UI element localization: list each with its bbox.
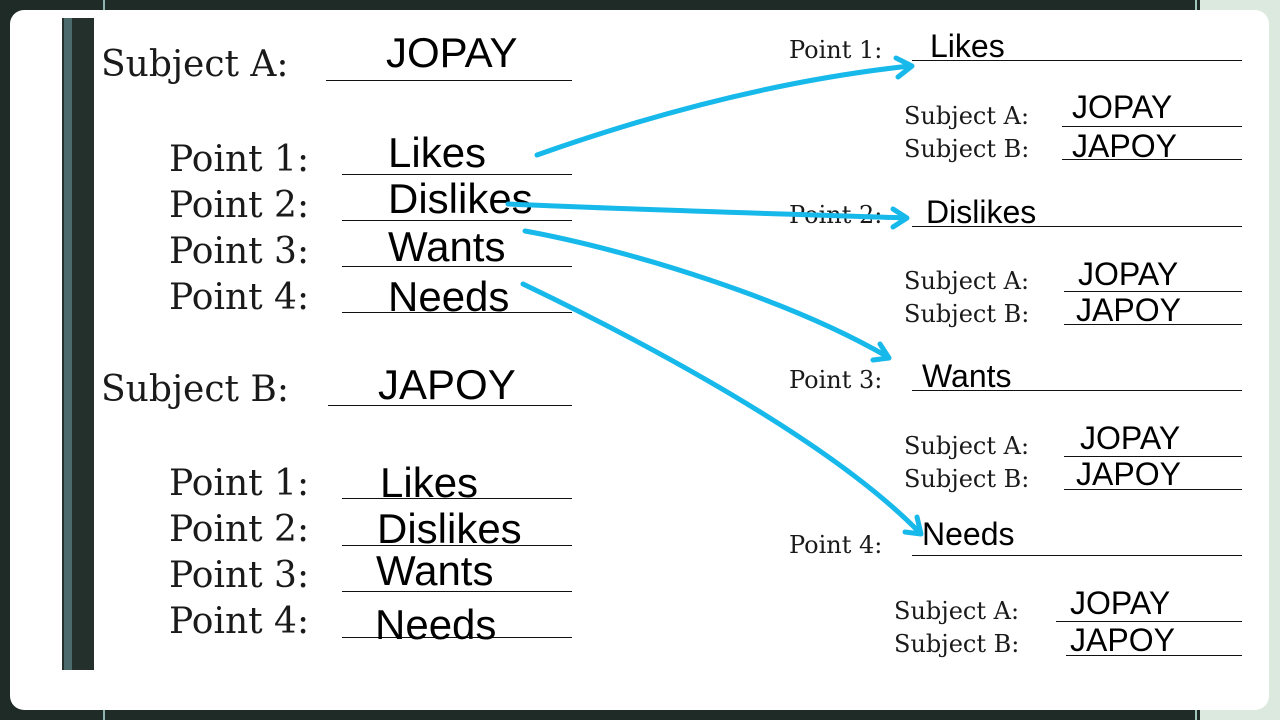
right-point-3-line (912, 390, 1242, 391)
right-point-2-value: Dislikes (926, 194, 1037, 230)
point-2-line (342, 220, 572, 221)
right-point-3-subject-a-line (1064, 456, 1242, 457)
point-1-value: Likes (388, 129, 487, 176)
right-point-1-value: Likes (930, 28, 1005, 64)
right-point-4-subject-b-line (1066, 655, 1242, 656)
right-point-4-value: Needs (922, 516, 1015, 552)
point-b4-value: Needs (375, 601, 497, 648)
right-point-1-subject-b-label: Subject B: (904, 135, 1030, 163)
right-point-4-line (912, 555, 1242, 556)
point-3-value: Wants (388, 223, 506, 270)
point-b2-label: Point 2: (169, 509, 310, 550)
right-point-3-subject-b-label: Subject B: (904, 465, 1030, 493)
point-b3-line (342, 591, 572, 592)
right-point-1-subject-b-value: JAPOY (1072, 128, 1177, 164)
right-point-3-subject-b-value: JAPOY (1076, 456, 1181, 492)
point-b2-line (342, 545, 572, 546)
right-point-1-subject-a-line (1062, 126, 1242, 127)
right-point-4-subject-a-value: JOPAY (1070, 585, 1171, 621)
point-b1-line (342, 498, 572, 499)
right-point-2-subject-a-line (1064, 291, 1242, 292)
right-point-3-subject-a-label: Subject A: (904, 432, 1030, 460)
right-point-3-subject-b-line (1064, 489, 1242, 490)
right-point-4-label: Point 4: (789, 531, 883, 559)
right-point-3-subject-a-value: JOPAY (1080, 420, 1181, 456)
right-point-2-subject-a-value: JOPAY (1078, 256, 1179, 292)
point-b2-value: Dislikes (377, 505, 522, 552)
point-1-line (342, 174, 572, 175)
right-point-2-subject-b-label: Subject B: (904, 300, 1030, 328)
point-3-label: Point 3: (169, 231, 310, 272)
right-point-4-subject-b-label: Subject B: (894, 630, 1020, 658)
right-point-4-subject-b-value: JAPOY (1070, 622, 1175, 658)
right-point-2-subject-b-line (1064, 324, 1242, 325)
right-point-1-line (912, 60, 1242, 61)
subject-a-line (326, 80, 572, 81)
point-4-line (342, 312, 572, 313)
subject-b-line (328, 405, 572, 406)
right-point-2-label: Point 2: (789, 201, 883, 229)
right-point-1-subject-b-line (1062, 159, 1242, 160)
point-b4-label: Point 4: (169, 601, 310, 642)
point-b3-value: Wants (376, 547, 494, 594)
right-point-2-subject-a-label: Subject A: (904, 267, 1030, 295)
right-point-4-subject-a-label: Subject A: (894, 597, 1020, 625)
right-point-4-subject-a-line (1056, 621, 1242, 622)
point-b3-label: Point 3: (169, 555, 310, 596)
point-2-value: Dislikes (388, 175, 533, 222)
right-point-2-subject-b-value: JAPOY (1076, 292, 1181, 328)
right-point-2-line (912, 226, 1242, 227)
point-4-value: Needs (388, 273, 510, 320)
right-point-1-label: Point 1: (789, 36, 883, 64)
sidebar-accent-strip (64, 18, 72, 670)
point-b1-value: Likes (380, 459, 479, 506)
right-point-3-label: Point 3: (789, 366, 883, 394)
point-b4-line (342, 637, 572, 638)
point-3-line (342, 266, 572, 267)
subject-a-label: Subject A: (101, 44, 289, 85)
right-point-1-subject-a-value: JOPAY (1072, 89, 1173, 125)
subject-b-value: JAPOY (378, 361, 516, 408)
right-point-1-subject-a-label: Subject A: (904, 102, 1030, 130)
right-point-3-value: Wants (922, 358, 1012, 394)
point-4-label: Point 4: (169, 277, 310, 318)
subject-a-value: JOPAY (386, 29, 518, 76)
subject-b-label: Subject B: (101, 369, 290, 410)
point-1-label: Point 1: (169, 139, 310, 180)
point-b1-label: Point 1: (169, 463, 310, 504)
point-2-label: Point 2: (169, 185, 310, 226)
